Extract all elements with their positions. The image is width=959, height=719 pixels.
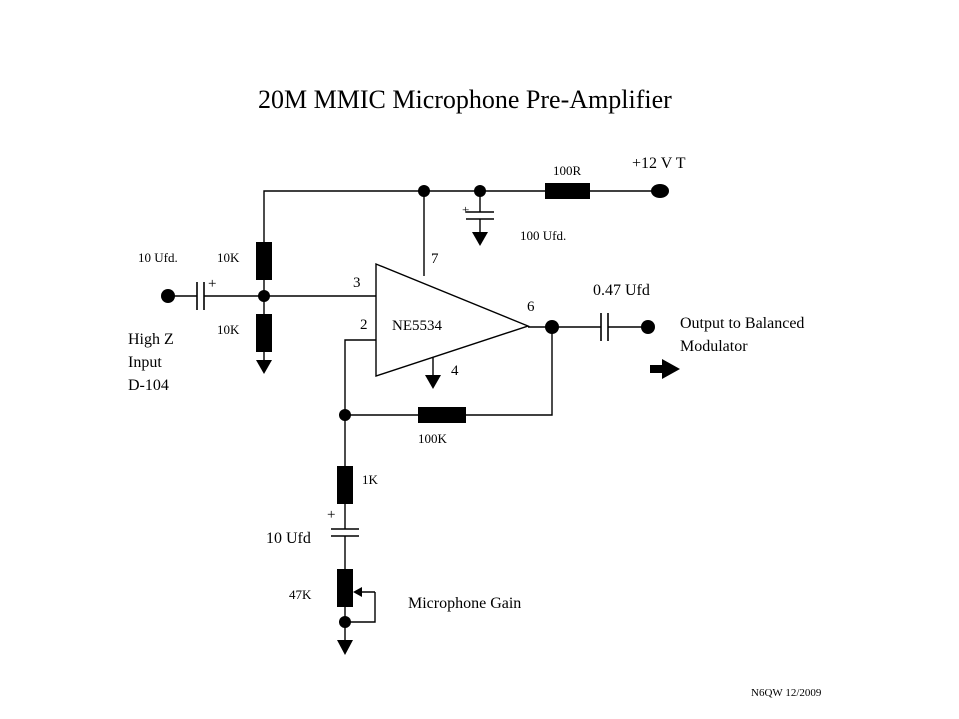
ground-icon xyxy=(472,232,488,246)
bias-upper-resistor-label: 10K xyxy=(217,250,240,265)
gain-capacitor-polarity: + xyxy=(327,507,335,523)
gain-capacitor-label: 10 Ufd xyxy=(266,530,311,547)
gain-potentiometer-label: 47K xyxy=(289,587,312,602)
input-label-line1: High Z xyxy=(128,331,174,348)
supply-resistor-label: 100R xyxy=(553,163,582,178)
ground-icon xyxy=(256,360,272,374)
output-label-line2: Modulator xyxy=(680,338,748,355)
ground-icon xyxy=(425,375,441,389)
input-label-line3: D-104 xyxy=(128,377,169,394)
junction-pot xyxy=(339,616,351,628)
wiper-arrow-icon xyxy=(353,587,362,597)
output-terminal xyxy=(641,320,655,334)
opamp-pin7: 7 xyxy=(431,251,439,267)
input-capacitor-polarity: + xyxy=(208,276,216,292)
supply-rail xyxy=(263,190,652,276)
feedback-resistor xyxy=(418,407,466,423)
feedback-resistor-label: 100K xyxy=(418,431,448,446)
supply-voltage-label: +12 V T xyxy=(632,155,686,172)
input-capacitor-label: 10 Ufd. xyxy=(138,250,178,265)
supply-capacitor-label: 100 Ufd. xyxy=(520,228,566,243)
junction-supply-pin7 xyxy=(418,185,430,197)
gain-resistor-label: 1K xyxy=(362,472,379,487)
opamp-pin6: 6 xyxy=(527,299,535,315)
supply-cap-polarity: + xyxy=(462,202,469,217)
opamp-name: NE5534 xyxy=(392,318,442,334)
output-label-line1: Output to Balanced xyxy=(680,315,804,332)
output-capacitor-label: 0.47 Ufd xyxy=(593,282,650,299)
opamp-pin2: 2 xyxy=(360,317,368,333)
diagram-title: 20M MMIC Microphone Pre-Amplifier xyxy=(258,85,672,114)
supply-bypass-capacitor xyxy=(466,211,494,246)
gain-potentiometer xyxy=(337,569,353,607)
bias-upper-resistor xyxy=(256,242,272,280)
ground-icon xyxy=(337,640,353,655)
junction-supply-cap xyxy=(474,185,486,197)
footer-credit: N6QW 12/2009 xyxy=(751,687,822,699)
opamp-pin4: 4 xyxy=(451,363,459,379)
output-arrow-icon xyxy=(650,359,680,379)
bias-lower-resistor xyxy=(256,314,272,352)
gain-control-label: Microphone Gain xyxy=(408,595,521,612)
opamp-triangle xyxy=(375,262,531,377)
input-label-line2: Input xyxy=(128,354,162,371)
opamp-pin3: 3 xyxy=(353,275,361,291)
gain-resistor xyxy=(337,466,353,504)
supply-resistor xyxy=(545,183,590,199)
bias-lower-resistor-label: 10K xyxy=(217,322,240,337)
supply-terminal xyxy=(651,184,669,198)
